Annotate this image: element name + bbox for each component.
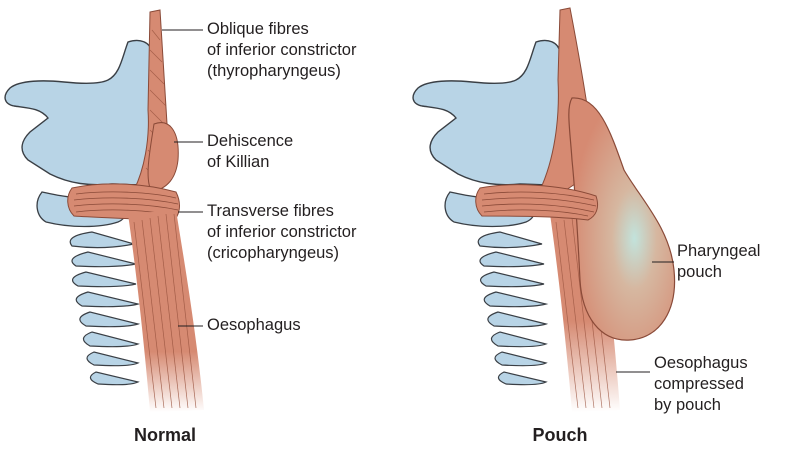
normal-panel-drawing: [5, 10, 204, 412]
caption-normal: Normal: [100, 425, 230, 446]
dehiscence-of-killian: [148, 123, 178, 192]
tracheal-rings-pouch: [478, 232, 546, 385]
thyroid-cartilage-pouch: [413, 40, 572, 184]
label-oblique-fibres: Oblique fibres of inferior constrictor (…: [207, 19, 356, 82]
caption-pouch: Pouch: [495, 425, 625, 446]
oesophagus-normal: [128, 210, 204, 412]
tracheal-rings-normal: [70, 232, 138, 385]
pouch-panel-drawing: [413, 8, 674, 412]
thyroid-cartilage-normal: [5, 40, 164, 184]
label-transverse-fibres: Transverse fibres of inferior constricto…: [207, 201, 356, 264]
label-pharyngeal-pouch: Pharyngeal pouch: [677, 241, 760, 283]
label-dehiscence-of-killian: Dehiscence of Killian: [207, 131, 293, 173]
label-oesophagus: Oesophagus: [207, 315, 301, 336]
label-oesophagus-compressed: Oesophagus compressed by pouch: [654, 353, 748, 416]
